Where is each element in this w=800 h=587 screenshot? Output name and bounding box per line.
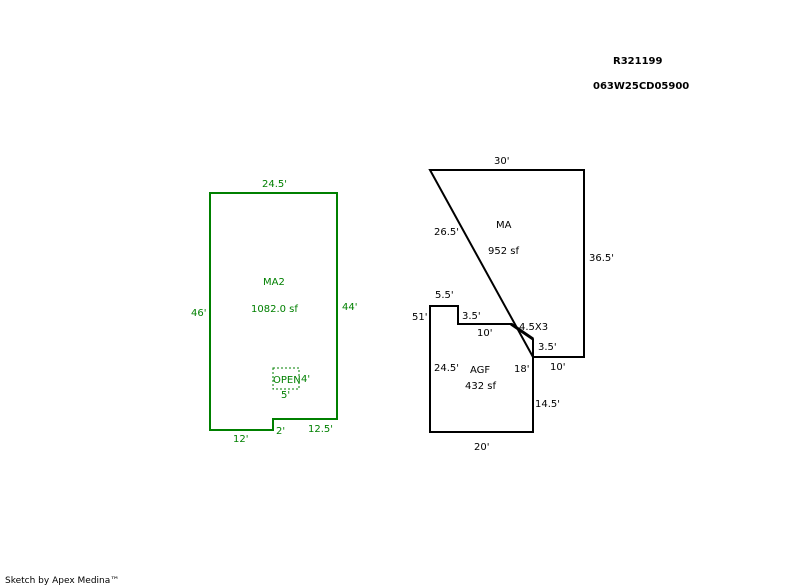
agf-dim-right-upper: 18': [514, 364, 529, 375]
ma-dim-right-step-down: 3.5': [538, 342, 557, 353]
ma2-area: 1082.0 sf: [251, 304, 298, 315]
ma-dim-left-upper: 26.5': [434, 227, 459, 238]
ma-name: MA: [496, 220, 512, 231]
ma-dim-right-step-run: 10': [550, 362, 565, 373]
ma-dim-step-top: 5.5': [435, 290, 454, 301]
agf-dim-bottom: 20': [474, 442, 489, 453]
open-dim-width: 5': [281, 390, 290, 401]
ma2-dim-right: 44': [342, 302, 357, 313]
ma2-dim-bottom-right: 12.5': [308, 424, 333, 435]
ma-dim-diagonal: 4.5X3: [519, 322, 548, 333]
map-tax-lot: 063W25CD05900: [593, 81, 689, 92]
open-area-box: [272, 367, 300, 390]
record-id: R321199: [613, 56, 662, 67]
ma-outline: [428, 169, 585, 433]
ma-dim-step-down: 3.5': [462, 311, 481, 322]
agf-dim-right-lower: 14.5': [535, 399, 560, 410]
ma2-dim-notch: 2': [276, 426, 285, 437]
ma-diagonal-segment: [510, 322, 534, 341]
agf-area: 432 sf: [465, 381, 496, 392]
ma2-dim-bottom-left: 12': [233, 434, 248, 445]
agf-dim-left: 24.5': [434, 363, 459, 374]
agf-name: AGF: [470, 365, 490, 376]
ma-dim-top: 30': [494, 156, 509, 167]
ma2-dim-left: 46': [191, 308, 206, 319]
sketch-credit: Sketch by Apex Medina™: [5, 576, 119, 586]
open-label: OPEN: [273, 375, 301, 386]
ma2-dim-top: 24.5': [262, 179, 287, 190]
ma-dim-left-total: 51': [412, 312, 427, 323]
ma-area: 952 sf: [488, 246, 519, 257]
open-dim-height: 4': [301, 374, 310, 385]
ma2-outline: [209, 192, 338, 431]
ma-dim-right: 36.5': [589, 253, 614, 264]
ma-dim-step-run: 10': [477, 328, 492, 339]
ma2-name: MA2: [263, 277, 285, 288]
